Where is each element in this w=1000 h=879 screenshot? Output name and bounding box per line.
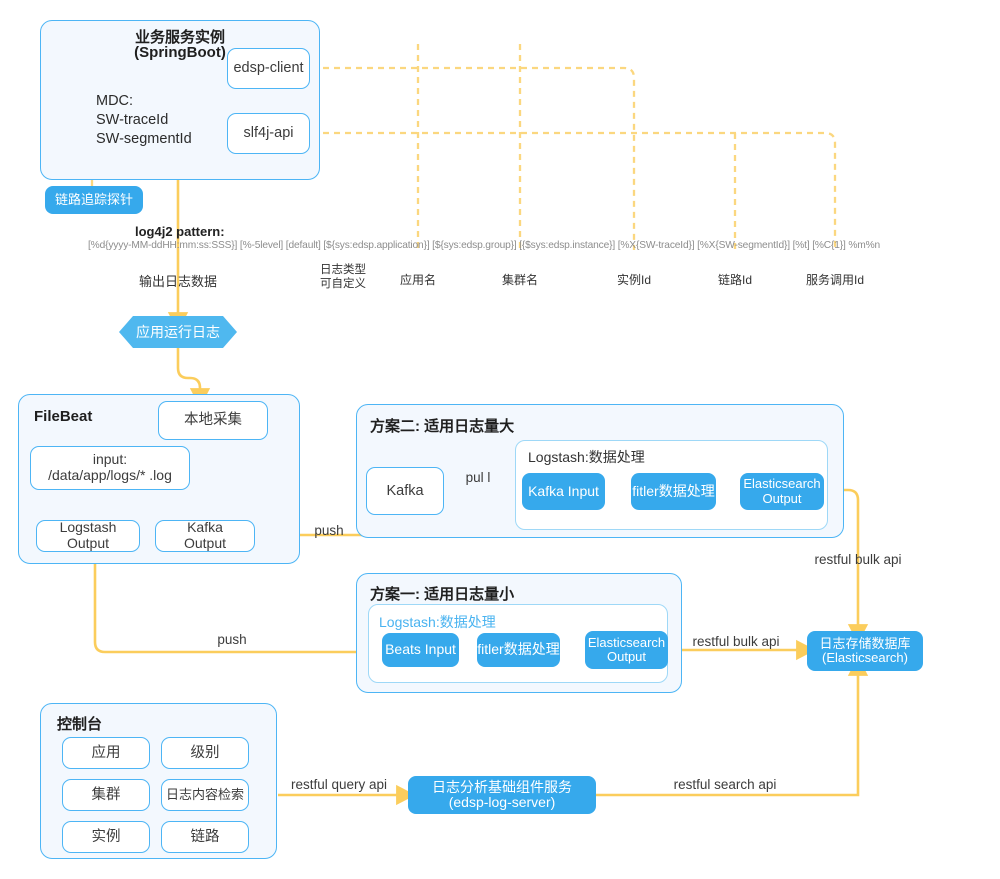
runtime-log-hexagon: 应用运行日志 (118, 315, 238, 349)
log4j2-pattern-heading: log4j2 pattern: (135, 224, 225, 239)
console-button-instance[interactable]: 实例 (62, 821, 150, 853)
filebeat-input-box: input: /data/app/logs/* .log (30, 446, 190, 490)
local-collect-node[interactable]: 本地采集 (158, 401, 268, 440)
slf4j-api-node[interactable]: slf4j-api (227, 113, 310, 154)
console-button-cluster[interactable]: 集群 (62, 779, 150, 811)
logstash-output-node[interactable]: Logstash Output (36, 519, 140, 552)
pull-edge-label: pul l (465, 470, 491, 485)
restful-bulk-api-bottom-label: restful bulk api (692, 634, 780, 649)
log-storage-line2: (Elasticsearch) (822, 650, 908, 665)
log-storage-node[interactable]: 日志存储数据库 (Elasticsearch) (807, 631, 923, 671)
log-storage-line1: 日志存储数据库 (819, 635, 911, 651)
kafka-input-stage[interactable]: Kafka Input (522, 473, 605, 510)
annotation-trace-id: 链路Id (717, 273, 753, 287)
restful-search-api-label: restful search api (673, 777, 777, 792)
plan-two-title: 方案二: 适用日志量大 (370, 418, 515, 435)
restful-bulk-api-top-label: restful bulk api (814, 552, 902, 567)
restful-query-api-label: restful query api (290, 777, 388, 792)
mdc-label: MDC: SW-traceId SW-segmentId (96, 93, 192, 148)
trace-probe-badge[interactable]: 链路追踪探针 (45, 186, 143, 214)
push-kafka-label: push (314, 523, 344, 538)
annotation-cluster-name: 集群名 (501, 273, 539, 287)
log4j2-pattern-text: [%d{yyyy-MM-ddHH:mm:ss:SSS}] [%-5level] … (88, 240, 881, 251)
annotation-log-type: 日志类型 可自定义 (320, 264, 366, 291)
filebeat-title: FileBeat (34, 408, 93, 425)
log-server-line1: 日志分析基础组件服务 (432, 778, 572, 795)
plan-two-logstash-title: Logstash:数据处理 (528, 449, 645, 465)
annotation-app-name: 应用名 (399, 273, 437, 287)
kafka-output-node[interactable]: Kafka Output (155, 519, 255, 552)
service-panel-title-line2: (SpringBoot) (134, 44, 226, 61)
console-button-app[interactable]: 应用 (62, 737, 150, 769)
service-panel-title-line1: 业务服务实例 (134, 29, 225, 46)
console-button-trace[interactable]: 链路 (161, 821, 249, 853)
console-button-log-search[interactable]: 日志内容检索 (161, 779, 249, 811)
annotation-output-log: 输出日志数据 (138, 274, 218, 289)
filter-stage-plan-two[interactable]: fitler数据处理 (631, 473, 716, 510)
filter-stage-plan-one[interactable]: fitler数据处理 (477, 633, 560, 667)
plan-one-logstash-title: Logstash:数据处理 (379, 614, 496, 630)
elasticsearch-output-plan-one[interactable]: Elasticsearch Output (585, 631, 668, 669)
push-beats-label: push (217, 632, 247, 647)
runtime-log-label: 应用运行日志 (136, 324, 220, 340)
elasticsearch-output-plan-two[interactable]: Elasticsearch Output (740, 473, 824, 510)
log-server-node[interactable]: 日志分析基础组件服务 (edsp-log-server) (408, 776, 596, 814)
log-server-line2: (edsp-log-server) (448, 794, 556, 810)
annotation-span-id: 服务调用Id (805, 273, 865, 287)
console-title: 控制台 (57, 716, 103, 733)
edsp-client-node[interactable]: edsp-client (227, 48, 310, 89)
beats-input-stage[interactable]: Beats Input (382, 633, 459, 667)
plan-one-title: 方案一: 适用日志量小 (370, 586, 515, 603)
kafka-node[interactable]: Kafka (366, 467, 444, 515)
console-button-level[interactable]: 级别 (161, 737, 249, 769)
annotation-instance-id: 实例Id (616, 273, 652, 287)
